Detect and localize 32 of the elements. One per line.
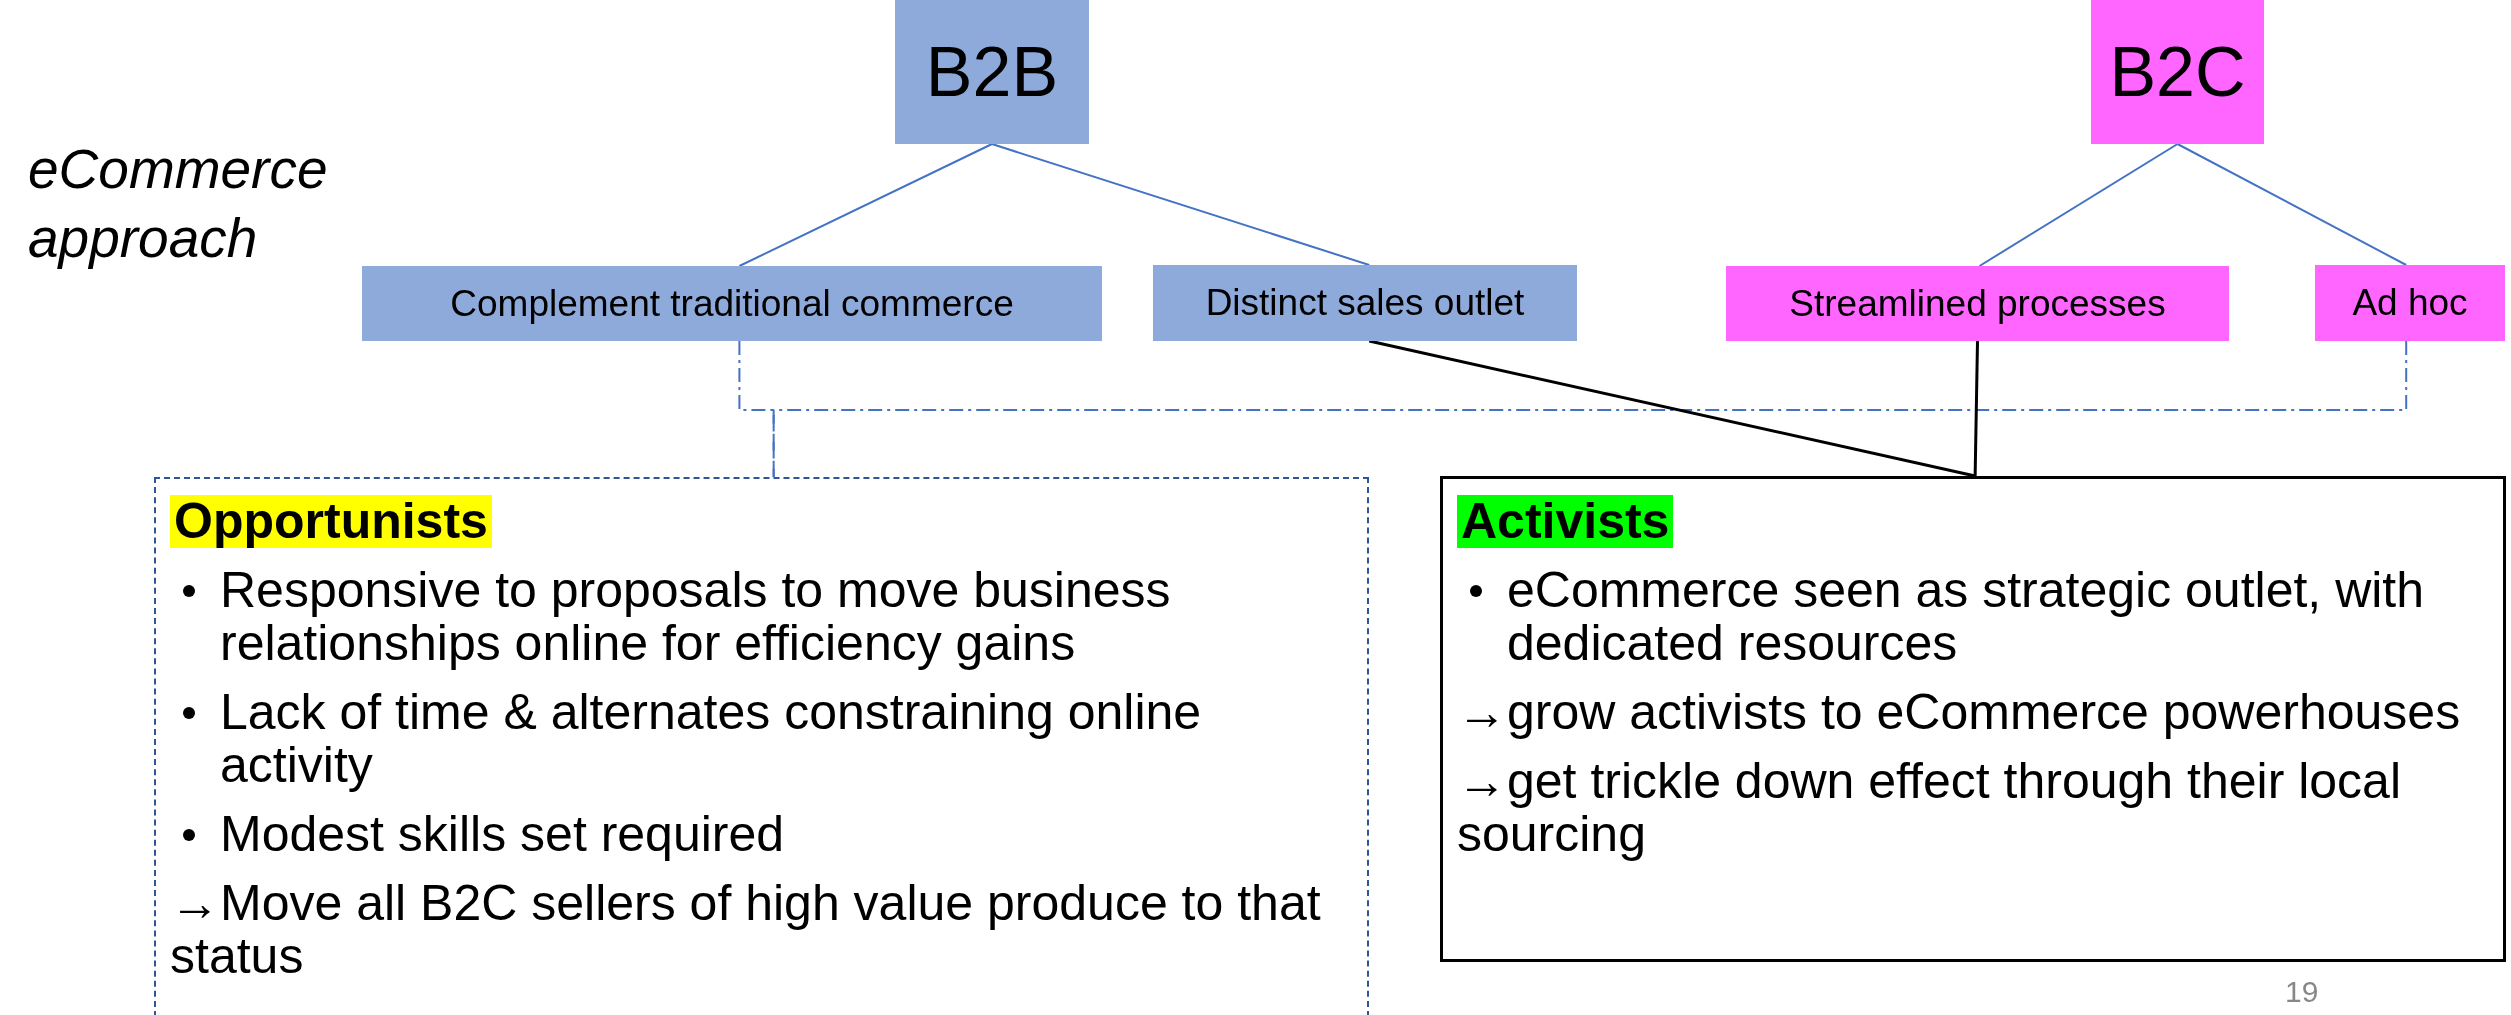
arrow-note: →Move all B2C sellers of high value produce to that status [170, 877, 1322, 983]
group-card [1440, 476, 2506, 962]
category-box [895, 0, 1089, 144]
connector-line [1978, 143, 2179, 267]
category-box [2091, 0, 2264, 144]
group-card [154, 477, 1369, 1015]
approach-box [1726, 266, 2229, 341]
bullet-point: Responsive to proposals to move business relationships online for efficiency gains [220, 564, 1172, 670]
connector-line [1368, 339, 1976, 478]
bullet-point: Lack of time & alternates constraining online activity [220, 686, 1203, 792]
arrow-note: →grow activists to eCommerce powerhouses [1457, 686, 2462, 739]
bullet-point: eCommerce seen as strategic outlet, with dedicated resources [1507, 564, 2426, 670]
connector-line [2176, 143, 2408, 266]
approach-label: Ad hoc [2352, 282, 2468, 324]
approach-box [2315, 265, 2505, 341]
group-heading: Activists [1457, 495, 1674, 548]
group-heading: Opportunists [170, 495, 492, 548]
connector-line [738, 143, 993, 267]
approach-label: Streamlined processes [1789, 282, 2166, 325]
approach-box [1153, 265, 1577, 341]
arrow-note: →get trickle down effect through their local sourcing [1457, 755, 2403, 861]
bullet-point: Modest skills set required [220, 808, 786, 861]
approach-box [362, 266, 1102, 341]
page-number: 19 [2285, 975, 2320, 1009]
side-label: eCommerce approach [28, 137, 329, 271]
connector-line [772, 340, 2408, 478]
category-label: B2C [2109, 32, 2246, 112]
approach-label: Complement traditional commerce [450, 282, 1014, 325]
connector-line [1973, 340, 1979, 477]
category-label: B2B [925, 32, 1059, 112]
approach-label: Distinct sales outlet [1205, 282, 1525, 324]
connector-line [991, 143, 1371, 266]
